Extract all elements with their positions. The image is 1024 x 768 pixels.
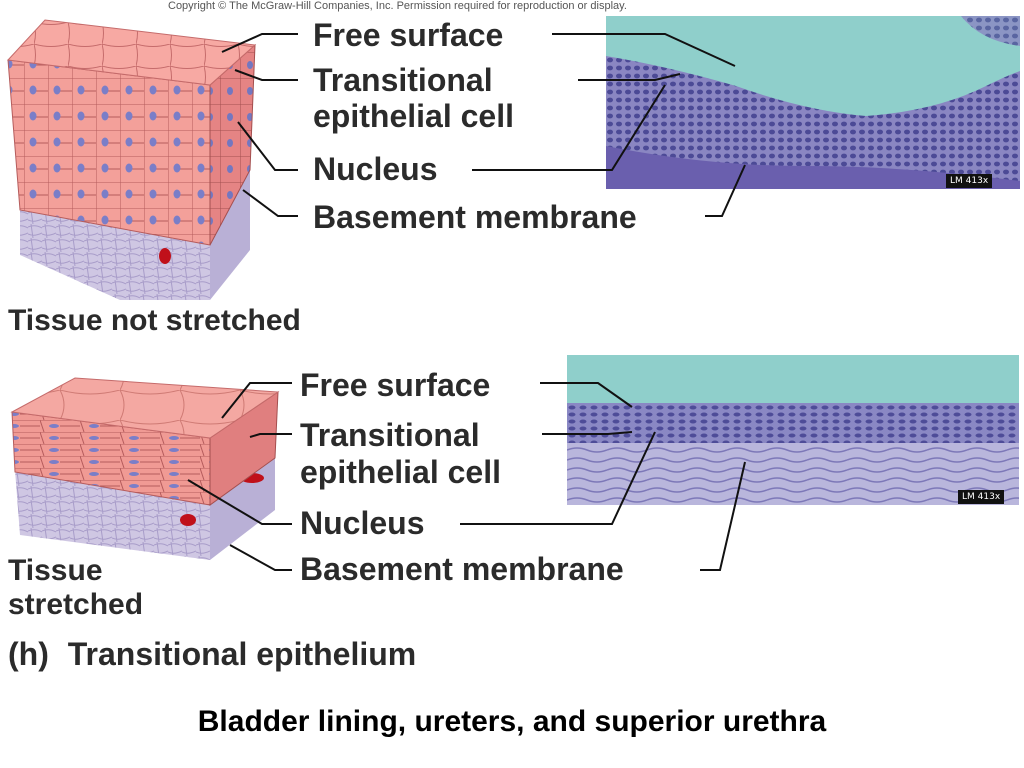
figure-title: Transitional epithelium xyxy=(67,636,417,672)
unstretched-tissue-illustration xyxy=(6,19,257,300)
micro-epithelium xyxy=(606,56,1020,189)
micro-basement-layer xyxy=(606,146,1020,189)
blood-vessel xyxy=(180,514,196,526)
free-surface-top xyxy=(10,377,280,439)
blood-vessel xyxy=(159,248,171,264)
label-nucleus: Nucleus xyxy=(300,505,425,541)
label-free-surface: Free surface xyxy=(313,17,504,53)
label-nucleus: Nucleus xyxy=(313,151,438,187)
leader-line xyxy=(234,69,298,81)
stretched-micrograph xyxy=(567,355,1019,505)
leader-line xyxy=(460,431,656,525)
leader-line xyxy=(540,382,633,408)
slide-footer-text: Bladder lining, ureters, and superior ur… xyxy=(197,705,827,738)
leader-line xyxy=(237,121,298,171)
leader-line xyxy=(542,431,633,435)
leader-line xyxy=(187,479,292,525)
state-label-stretched-line1: Tissue xyxy=(8,554,103,587)
label-transitional-cell-line1: Transitional xyxy=(313,62,493,98)
label-transitional-cell-line1: Transitional xyxy=(300,417,480,453)
leader-line xyxy=(221,382,292,419)
label-basement-membrane: Basement membrane xyxy=(313,199,637,235)
stretched-tissue-illustration xyxy=(10,377,280,560)
leader-line xyxy=(552,33,736,67)
leader-line xyxy=(472,84,666,171)
figure-letter: (h) xyxy=(8,636,49,672)
micro-connective-tissue xyxy=(567,443,1019,505)
state-label-stretched: Tissue stretched xyxy=(8,554,143,622)
leader-line xyxy=(705,164,746,217)
copyright-notice: Copyright © The McGraw-Hill Companies, I… xyxy=(168,0,627,12)
magnification-label: LM 413x xyxy=(946,174,993,188)
label-transitional-cell-line2: epithelial cell xyxy=(300,454,501,490)
magnification-label: LM 413x xyxy=(958,490,1005,504)
label-free-surface: Free surface xyxy=(300,367,491,403)
leader-line xyxy=(242,189,298,217)
free-surface-top xyxy=(6,19,257,86)
state-label-stretched-line2: stretched xyxy=(8,588,144,621)
leader-line xyxy=(221,33,298,53)
figure-caption: (h) Transitional epithelium xyxy=(8,636,416,673)
leader-line xyxy=(578,73,681,81)
leader-line xyxy=(700,461,746,571)
label-basement-membrane: Basement membrane xyxy=(300,551,624,587)
unstretched-micrograph xyxy=(606,16,1020,189)
label-transitional-cell-line2: epithelial cell xyxy=(313,98,514,134)
micro-epithelium xyxy=(567,403,1019,443)
state-label-not-stretched: Tissue not stretched xyxy=(8,304,301,337)
leader-line xyxy=(229,544,292,571)
leader-line xyxy=(249,433,292,438)
